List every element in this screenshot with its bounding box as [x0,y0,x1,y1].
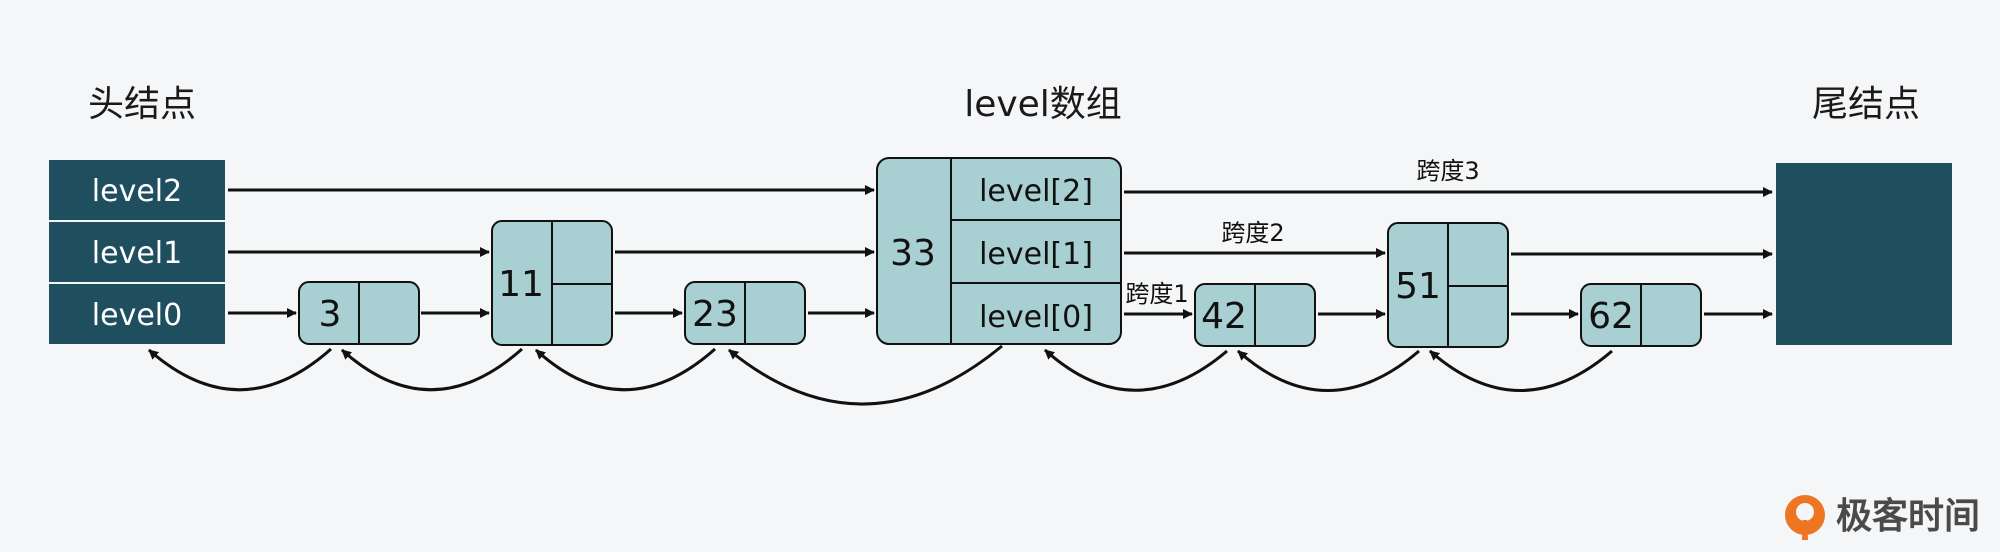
skiplist-node-11: 11 [491,220,613,346]
node33-level1-label: level[1] [979,237,1093,272]
head-level0-label: level0 [92,298,182,333]
brand-text: 极客时间 [1836,496,1980,537]
head-node: level2 level1 level0 [49,160,225,344]
tail-node-title: 尾结点 [1812,84,1920,125]
skiplist-node-3: 3 [298,281,420,345]
span-label-3: 跨度3 [1416,157,1479,185]
backward-arrow [728,344,1003,406]
skiplist-node-62: 62 [1580,283,1702,347]
backward-arrow [534,347,716,392]
node-score: 42 [1201,296,1247,337]
span-label-2: 跨度2 [1221,219,1284,247]
node-score: 23 [692,294,738,335]
backward-arrow [1043,348,1228,392]
brand-watermark: 极客时间 [1785,495,1980,540]
head-level2-cell [49,160,225,220]
head-level1-label: level1 [92,236,182,271]
backward-arrow [148,347,332,392]
node-score: 51 [1395,266,1441,307]
skiplist-node-23: 23 [684,281,806,345]
backward-arrow [1429,349,1613,392]
head-level0-cell [49,284,225,344]
head-level2-label: level2 [92,174,182,209]
node-score: 62 [1588,296,1634,337]
node33-level2-label: level[2] [979,174,1093,209]
backward-arrow [1237,349,1420,392]
node-score: 3 [319,294,342,335]
head-node-title: 头结点 [88,84,196,125]
node-score: 33 [890,233,936,274]
node33-level0-label: level[0] [979,300,1093,335]
level-array-title: level数组 [964,84,1122,125]
span-label-1: 跨度1 [1125,280,1188,308]
skiplist-node-33: 33 level[2] level[1] level[0] [876,157,1122,345]
skiplist-node-51: 51 [1387,222,1509,348]
backward-arrow [340,347,523,392]
tail-node [1776,163,1952,345]
skiplist-node-42: 42 [1194,283,1316,347]
head-level1-cell [49,222,225,282]
geektime-logo-icon [1785,495,1825,540]
node-score: 11 [498,264,544,305]
